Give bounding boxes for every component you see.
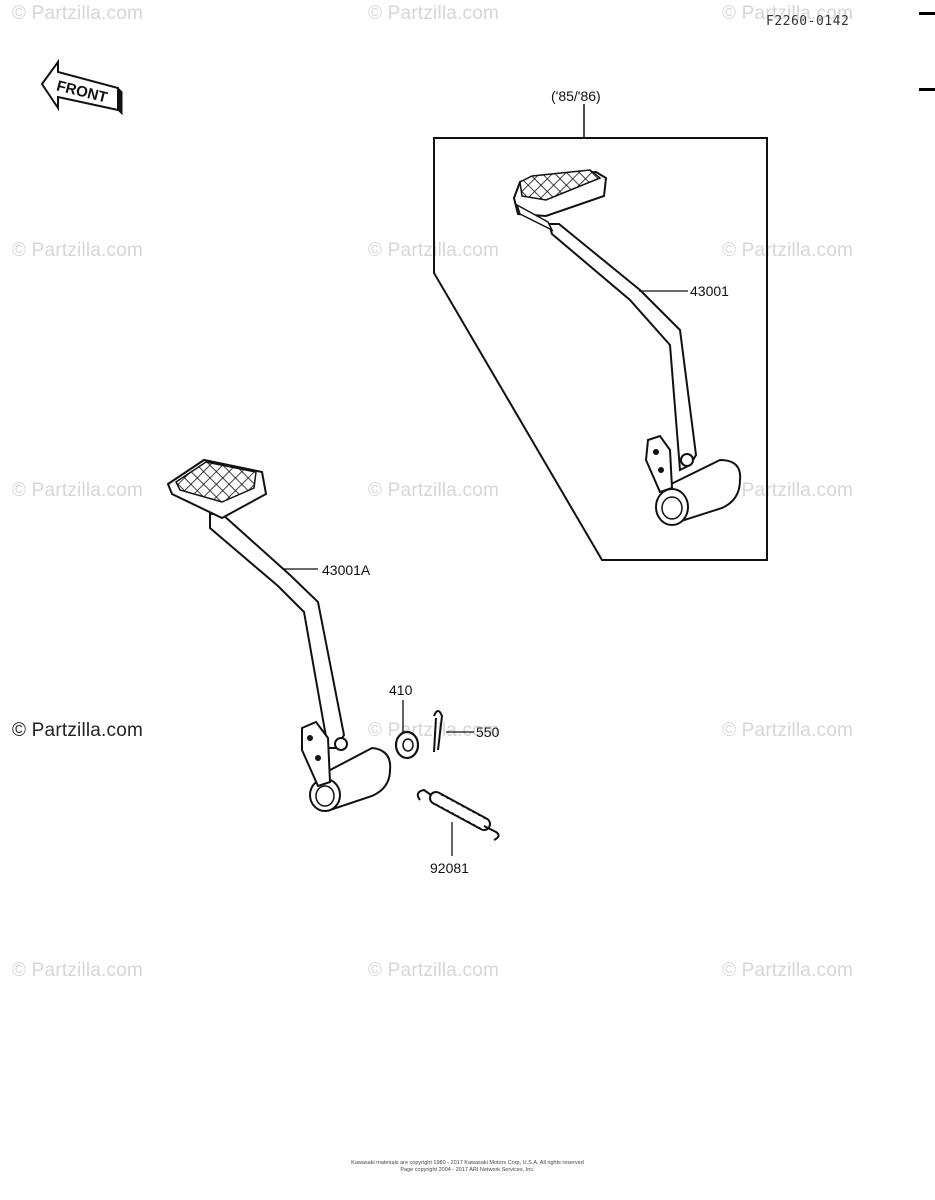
part-label-92081[interactable]: 92081 xyxy=(430,860,469,876)
inset-label: ('85/'86) xyxy=(551,88,601,104)
watermark: © Partzilla.com xyxy=(368,3,500,24)
brake-pedal-43001a xyxy=(166,458,392,812)
part-label-550[interactable]: 550 xyxy=(476,724,500,740)
part-label-43001a[interactable]: 43001A xyxy=(322,562,371,578)
cotter-pin-550 xyxy=(433,710,444,753)
edge-mark xyxy=(919,12,935,15)
watermark: © Partzilla.com xyxy=(12,960,144,981)
watermark: © Partzilla.com xyxy=(722,3,854,24)
footer-line-1: Kawasaki materials are copyright 1980 - … xyxy=(351,1160,584,1166)
front-arrow-icon: FRONT xyxy=(40,58,123,116)
brake-pedal-43001 xyxy=(512,169,742,526)
watermark: © Partzilla.com xyxy=(368,960,500,981)
watermark: © Partzilla.com xyxy=(722,480,854,501)
watermark: © Partzilla.com xyxy=(12,3,144,24)
footer-line-2: Page copyright 2004 - 2017 ARI Network S… xyxy=(400,1167,535,1173)
watermark: © Partzilla.com xyxy=(12,480,144,501)
part-label-43001[interactable]: 43001 xyxy=(690,283,729,299)
watermark: © Partzilla.com xyxy=(722,240,854,261)
watermark: © Partzilla.com xyxy=(722,720,854,741)
edge-mark xyxy=(919,88,935,91)
watermark: © Partzilla.com xyxy=(12,240,144,261)
inset-box xyxy=(433,137,768,561)
spring-92081 xyxy=(416,788,500,841)
watermark: © Partzilla.com xyxy=(12,720,144,741)
washer-410 xyxy=(394,730,420,760)
watermark: © Partzilla.com xyxy=(368,480,500,501)
diagram-code: F2260-0142 xyxy=(766,14,850,29)
watermark: © Partzilla.com xyxy=(722,960,854,981)
footer-copyright: Kawasaki materials are copyright 1980 - … xyxy=(0,1160,935,1174)
part-label-410[interactable]: 410 xyxy=(389,682,413,698)
